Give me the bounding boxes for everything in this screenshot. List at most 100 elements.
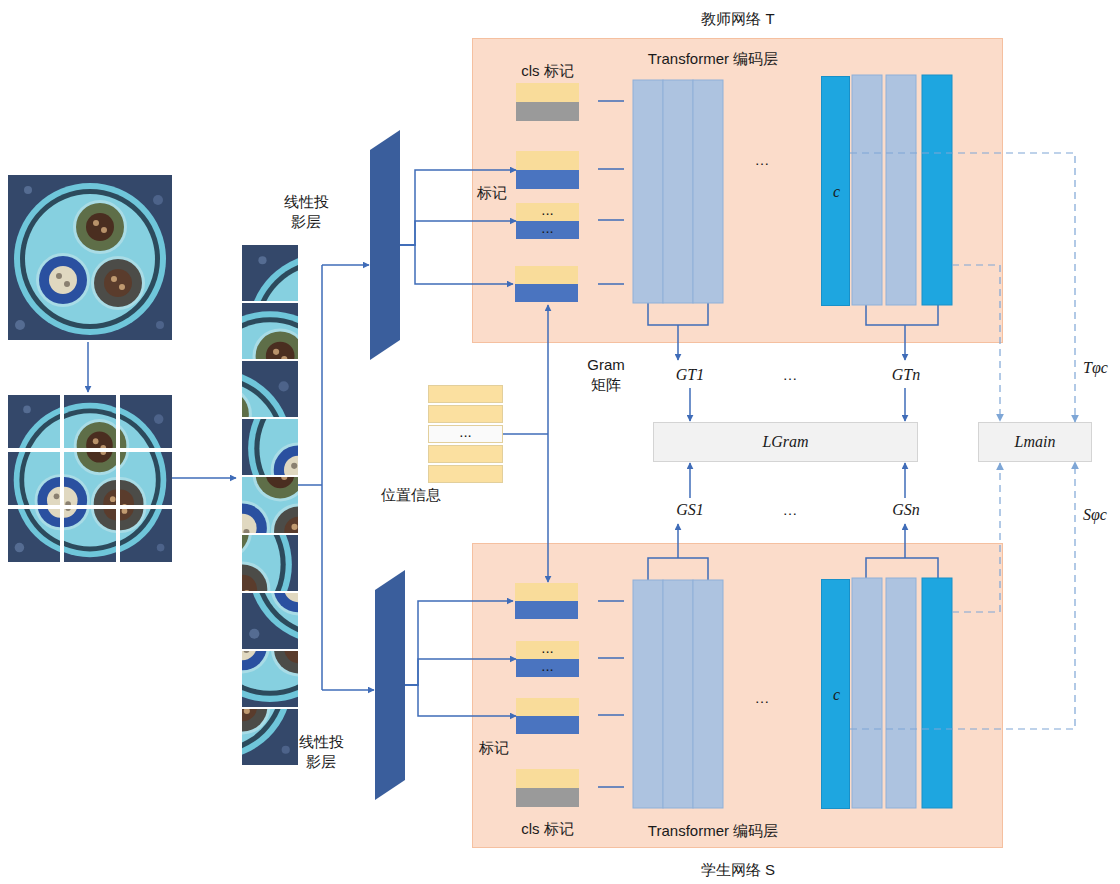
node-text: Lmain bbox=[979, 432, 1091, 452]
token-patch bbox=[515, 284, 578, 302]
annotation-label: GTn bbox=[884, 365, 928, 385]
token-box: ...... bbox=[516, 641, 579, 677]
node-text: ... bbox=[516, 657, 579, 675]
node-text: c bbox=[822, 685, 851, 705]
gram-bracket bbox=[648, 303, 708, 325]
node-text: ... bbox=[428, 423, 503, 441]
projection-shape bbox=[375, 570, 405, 800]
node-text: LGram bbox=[654, 432, 917, 452]
projection-shape bbox=[370, 130, 400, 360]
patch-sequence bbox=[186, 539, 354, 707]
encoder-column: c bbox=[821, 579, 850, 809]
node-text: 标记 bbox=[474, 738, 514, 758]
node-text: 线性投 影层 bbox=[293, 732, 349, 772]
gram-bracket bbox=[866, 558, 938, 578]
plain-tokens bbox=[515, 266, 578, 619]
node-text: c bbox=[822, 182, 851, 202]
annotation-label: … bbox=[775, 500, 805, 520]
position-arrow bbox=[547, 434, 549, 582]
loss-box: Lmain bbox=[978, 422, 1092, 462]
token-arrows bbox=[598, 601, 624, 787]
node-text: 标记 bbox=[472, 183, 512, 203]
node-text: ... bbox=[516, 639, 579, 657]
encoder-column bbox=[922, 578, 952, 808]
annotation-label: … bbox=[747, 150, 777, 170]
flow-arrow bbox=[400, 245, 513, 284]
loss-box: LGram bbox=[653, 422, 918, 462]
embedding-row bbox=[429, 466, 503, 483]
flow-wire bbox=[298, 265, 322, 690]
annotation-label: … bbox=[747, 688, 777, 708]
gram-arrow bbox=[904, 524, 906, 558]
token-patch bbox=[515, 601, 578, 619]
token-arrows bbox=[598, 101, 624, 284]
network-panel: 教师网络 TTransformer 编码层cls 标记标记......c bbox=[472, 38, 1003, 343]
embedding-row bbox=[429, 406, 503, 423]
input-image bbox=[8, 175, 172, 340]
encoder-column bbox=[693, 580, 723, 808]
node-text: 教师网络 T bbox=[668, 9, 808, 29]
flow-arrow bbox=[172, 477, 236, 479]
edge-label: Sφc bbox=[1083, 505, 1107, 525]
annotation-label: Gram 矩阵 bbox=[584, 355, 628, 395]
feature-dashed-line bbox=[952, 265, 1000, 421]
position-embedding: ...位置信息 bbox=[428, 385, 503, 483]
gram-arrow bbox=[904, 325, 906, 360]
token-embed bbox=[515, 266, 578, 284]
encoder-column bbox=[886, 75, 916, 305]
encoder-column bbox=[633, 580, 663, 808]
token-box: ...... bbox=[516, 203, 579, 239]
annotation-label: … bbox=[775, 365, 805, 385]
node-text: Transformer 编码层 bbox=[603, 821, 823, 841]
cls-token: cls 标记 bbox=[516, 769, 579, 807]
encoder-column bbox=[663, 80, 693, 303]
position-wire bbox=[503, 433, 548, 435]
flow-arrow bbox=[322, 264, 369, 266]
embedding-row bbox=[429, 386, 503, 403]
token-box: 标记 bbox=[516, 698, 579, 734]
embedding-row bbox=[429, 446, 503, 463]
gram-arrow bbox=[677, 524, 679, 558]
feature-dashed-line bbox=[952, 463, 1000, 612]
loss-arrow bbox=[689, 463, 691, 498]
projection-layer: 线性投 影层 bbox=[370, 130, 400, 360]
loss-arrow bbox=[904, 388, 906, 421]
projection-shape bbox=[375, 570, 405, 800]
edge-label: Tφc bbox=[1083, 358, 1108, 378]
encoder-column bbox=[693, 80, 723, 303]
annotation-label: GSn bbox=[884, 500, 928, 520]
gram-arrow bbox=[677, 325, 679, 360]
node-text: ... bbox=[516, 219, 579, 237]
encoder-column bbox=[852, 578, 882, 808]
node-text: 线性投 影层 bbox=[278, 192, 334, 232]
position-arrow bbox=[547, 305, 549, 434]
patch-sequence bbox=[130, 597, 298, 765]
node-text: 位置信息 bbox=[376, 485, 446, 505]
node-text: Transformer 编码层 bbox=[603, 49, 823, 69]
token-box: 标记 bbox=[516, 151, 579, 189]
connector-arrow bbox=[405, 659, 516, 685]
flow-arrow bbox=[405, 601, 513, 685]
annotation-label: GS1 bbox=[668, 500, 712, 520]
connector-arrow bbox=[850, 462, 1075, 729]
projection-layer: 线性投 影层 bbox=[375, 570, 405, 800]
node-text: ... bbox=[516, 201, 579, 219]
annotation-label: GT1 bbox=[668, 365, 712, 385]
connector-arrow bbox=[400, 221, 516, 245]
encoder-column bbox=[663, 580, 693, 808]
node-text: 学生网络 S bbox=[668, 860, 808, 880]
node-text: cls 标记 bbox=[510, 61, 585, 81]
node-text: cls 标记 bbox=[510, 819, 585, 839]
flow-arrow bbox=[322, 689, 374, 691]
encoder-column bbox=[633, 80, 663, 303]
cls-token: cls 标记 bbox=[516, 83, 579, 121]
loss-arrow bbox=[689, 388, 691, 421]
gram-bracket bbox=[866, 305, 938, 325]
image-patch bbox=[16, 403, 172, 562]
flow-arrow bbox=[87, 342, 89, 392]
encoder-column bbox=[886, 578, 916, 808]
network-panel: 学生网络 STransformer 编码层......标记cls 标记c bbox=[472, 543, 1003, 848]
